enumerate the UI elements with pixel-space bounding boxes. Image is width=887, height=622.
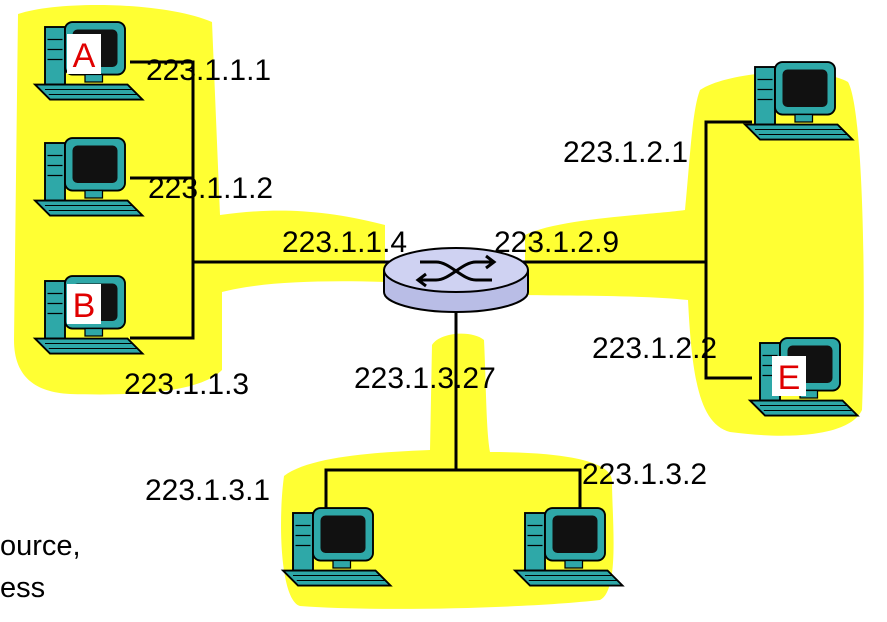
router <box>383 247 529 313</box>
link-host-b <box>130 262 195 340</box>
links <box>130 60 752 530</box>
host-label-box <box>772 356 806 396</box>
address-label: 223.1.2.9 <box>494 226 619 259</box>
link-host-121 <box>704 120 752 380</box>
address-label: 223.1.3.27 <box>354 362 496 395</box>
address-label: 223.1.1.4 <box>282 226 407 259</box>
link-subnet3-bus <box>324 468 582 530</box>
host-a: A <box>34 21 144 101</box>
address-label: 223.1.1.1 <box>146 54 271 87</box>
host-b-label: B <box>73 287 96 325</box>
background-text: ource, <box>0 530 81 562</box>
host-e-label: E <box>778 359 801 397</box>
router-icon <box>415 254 497 288</box>
address-label: 223.1.3.1 <box>145 474 270 507</box>
address-label: 223.1.3.2 <box>582 458 707 491</box>
address-label: 223.1.2.2 <box>592 332 717 365</box>
address-label: 223.1.1.2 <box>148 172 273 205</box>
background-text: ess <box>0 572 45 604</box>
host-a-label: A <box>73 37 96 75</box>
host-label-box <box>67 284 101 324</box>
host-e: E <box>749 337 859 417</box>
host-b: B <box>34 275 144 355</box>
link-host-a <box>130 60 195 262</box>
host-label-box <box>67 34 101 74</box>
address-label: 223.1.1.3 <box>124 368 249 401</box>
address-label: 223.1.2.1 <box>563 136 688 169</box>
